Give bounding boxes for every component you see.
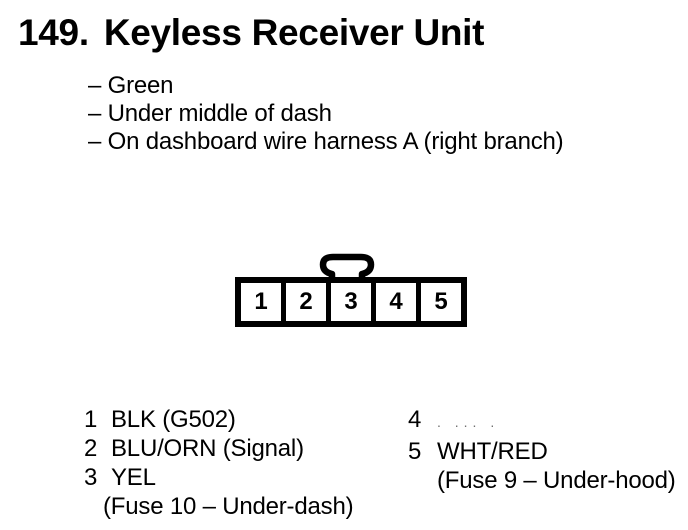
pin-number: 4	[408, 406, 422, 433]
pin-number: 3	[84, 464, 98, 491]
pin-wire-label: WHT/RED	[437, 438, 548, 465]
pin-row-2: 2 BLU/ORN (Signal)	[84, 434, 353, 463]
pin-wire-label: BLK (G502)	[111, 406, 236, 433]
pin-wire-label: YEL	[111, 464, 156, 491]
pin-5-fuse-note: (Fuse 9 – Under-hood)	[437, 467, 676, 494]
pin-row-3: 3 YEL	[84, 463, 353, 492]
pin-row-5: 5 WHT/RED	[408, 437, 676, 466]
connector-cavity-5: 5	[421, 283, 461, 321]
pin-list-right: 4 . ... . 5 WHT/RED (Fuse 9 – Under-hood…	[408, 405, 676, 495]
connector-cavity-4: 4	[376, 283, 416, 321]
detail-harness: – On dashboard wire harness A (right bra…	[88, 128, 564, 155]
connector-lock-tab	[319, 253, 375, 284]
connector-cavity-3: 3	[331, 283, 371, 321]
detail-list: – Green – Under middle of dash – On dash…	[88, 72, 564, 156]
pin-wire-label: BLU/ORN (Signal)	[111, 435, 304, 462]
pin-number: 5	[408, 438, 422, 465]
page-title: 149. Keyless Receiver Unit	[18, 14, 484, 52]
pin-number: 1	[84, 406, 98, 433]
connector-cavity-2: 2	[286, 283, 326, 321]
connector-cavity-1: 1	[241, 283, 281, 321]
pin-3-fuse-note: (Fuse 10 – Under-dash)	[103, 493, 354, 520]
connector-diagram: 1 2 3 4 5	[235, 277, 467, 327]
pin-row-1: 1 BLK (G502)	[84, 405, 353, 434]
pin-wire-label-illegible: . ... .	[437, 414, 500, 430]
detail-color: – Green	[88, 72, 174, 99]
pin-row-4: 4 . ... .	[408, 405, 676, 437]
item-title: Keyless Receiver Unit	[103, 12, 485, 53]
pin-number: 2	[84, 435, 98, 462]
detail-location: – Under middle of dash	[88, 100, 332, 127]
item-number: 149.	[18, 12, 89, 53]
pin-list-left: 1 BLK (G502) 2 BLU/ORN (Signal) 3 YEL (F…	[84, 405, 354, 521]
